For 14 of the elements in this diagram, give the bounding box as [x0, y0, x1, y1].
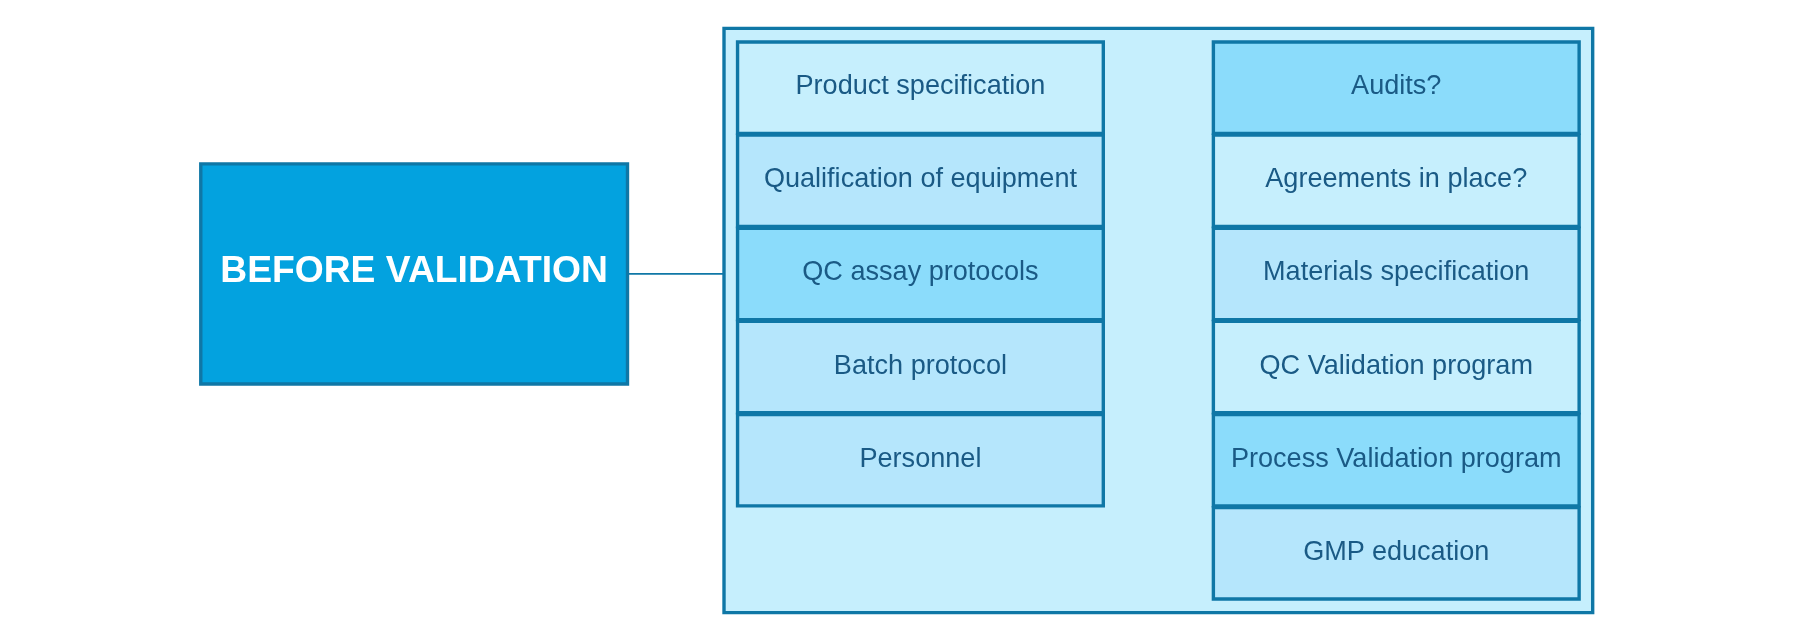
node-box: BEFORE VALIDATION: [198, 162, 629, 386]
node-box: Personnel: [735, 412, 1105, 508]
node-box: Product specification: [735, 40, 1105, 136]
node-box: GMP education: [1211, 505, 1581, 601]
node-box: Audits?: [1211, 40, 1581, 136]
node-box: QC Validation program: [1211, 319, 1581, 415]
connector: [626, 273, 725, 275]
node-box: Qualification of equipment: [735, 133, 1105, 229]
node-box: Agreements in place?: [1211, 133, 1581, 229]
node-box: Materials specification: [1211, 226, 1581, 322]
cluster: [721, 26, 1594, 615]
node-box: Process Validation program: [1211, 412, 1581, 508]
node-box: QC assay protocols: [735, 226, 1105, 322]
node-box: Batch protocol: [735, 319, 1105, 415]
